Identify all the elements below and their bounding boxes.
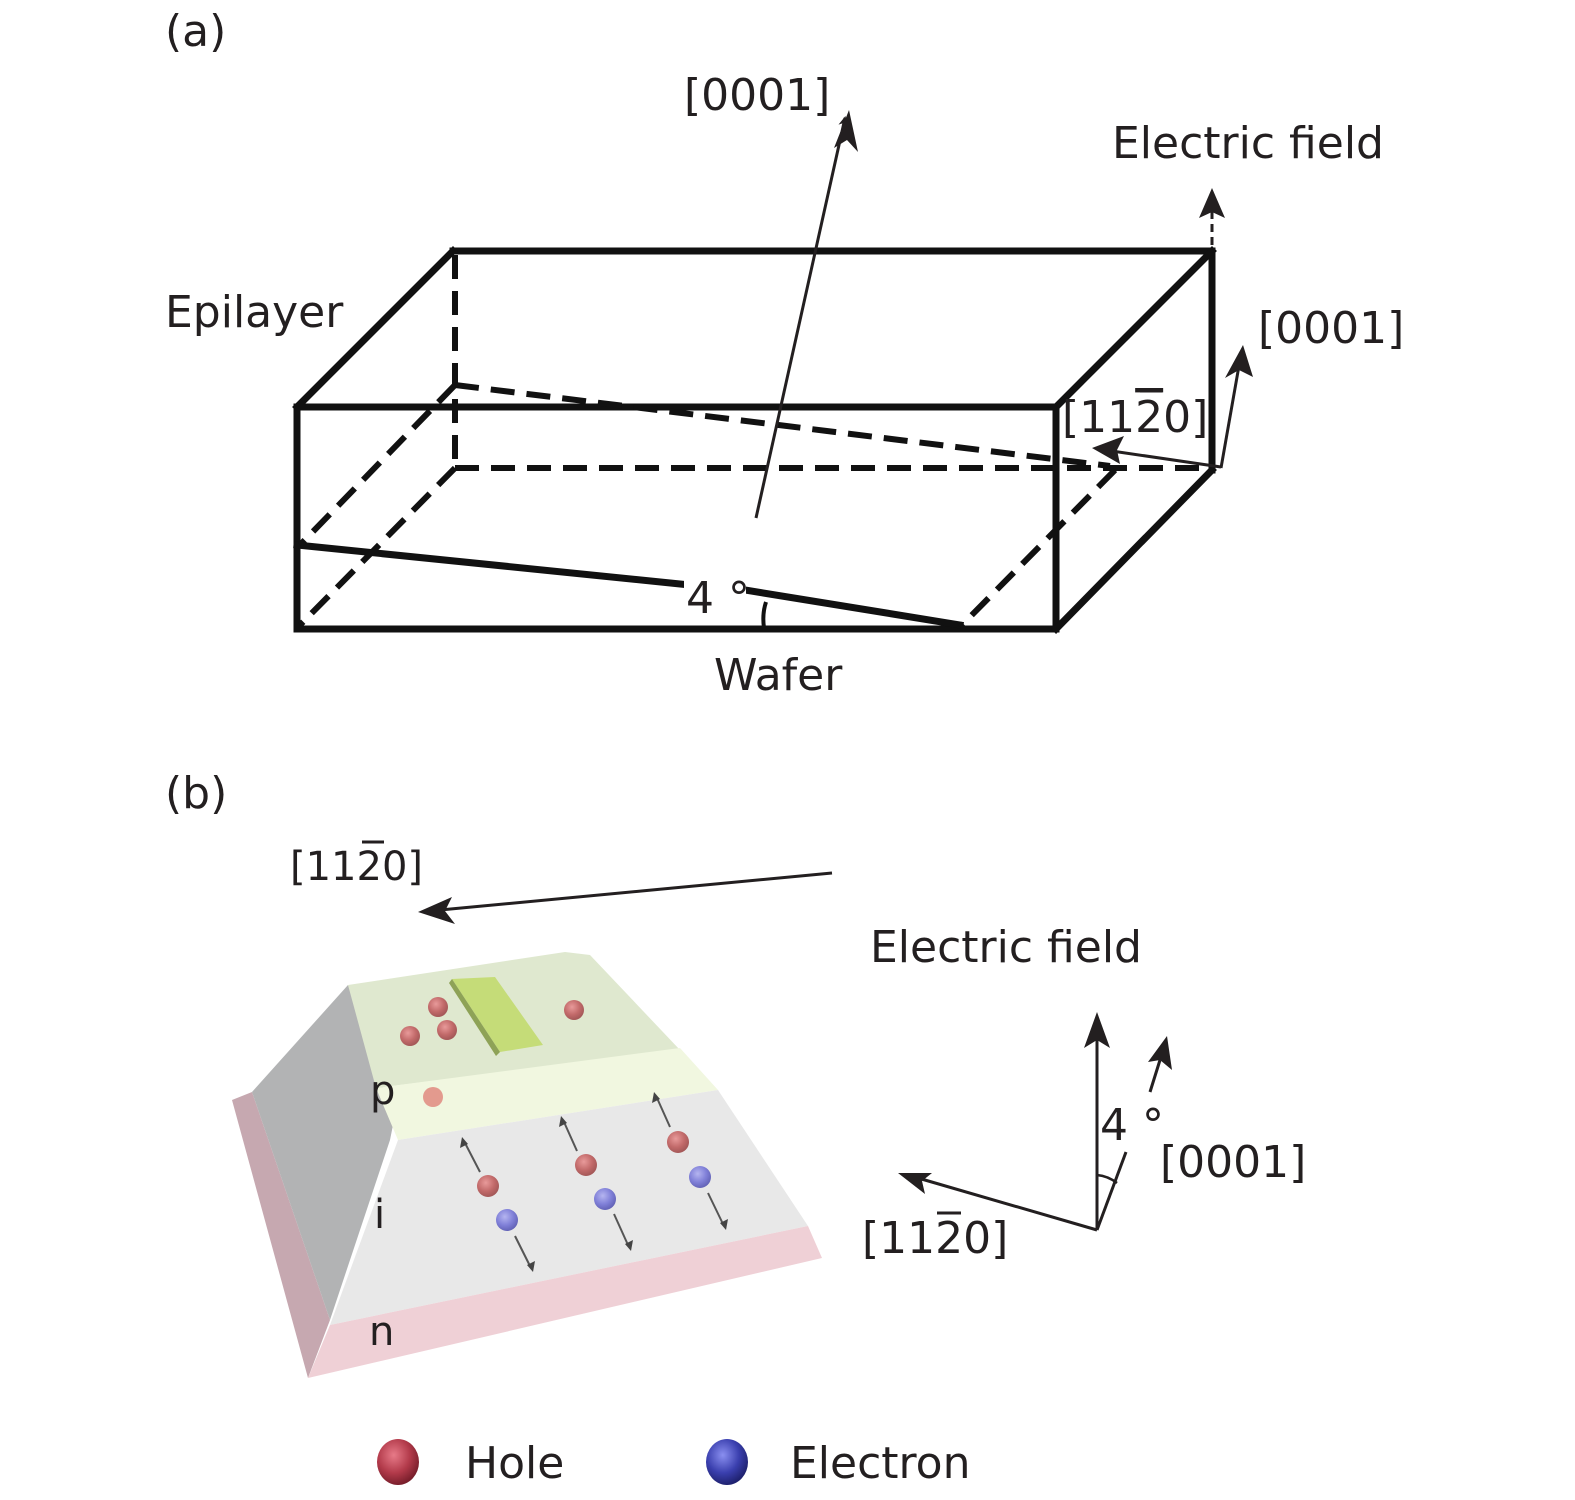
metal-contact-edge [449, 979, 500, 1056]
arrow-head [1225, 345, 1253, 378]
axis-1120-bottom-label: [1120] [862, 1213, 1008, 1264]
hidden-edges [297, 255, 1208, 630]
metal-contact [452, 977, 543, 1052]
axis-1120-arrow [917, 1176, 1098, 1232]
arrow-head [1148, 1036, 1172, 1070]
arrow-head [460, 1137, 468, 1148]
axis-1120-top-label: [1120] [290, 844, 423, 890]
i-region [330, 1090, 808, 1325]
epilayer-label: Epilayer [165, 287, 344, 338]
p-band-region [376, 1048, 718, 1140]
drift-arrow-heads [460, 1092, 728, 1272]
hole-drift-arrow [656, 1097, 671, 1128]
axis-0001-right-label: [0001] [1258, 303, 1404, 354]
angle-label-bg [684, 570, 746, 616]
angle-arc [761, 601, 768, 629]
hidden-edge [297, 382, 458, 548]
box-edge [292, 246, 458, 412]
arrow-head [559, 1116, 567, 1127]
axis-0001-label: [0001] [1160, 1137, 1306, 1188]
box-front-face [293, 403, 1060, 633]
panel-a-label: (a) [165, 6, 226, 57]
carrier-drift-arrows [464, 1097, 724, 1267]
hole-particle [400, 1026, 420, 1046]
hole-particle [564, 1000, 584, 1020]
wafer-label: Wafer [714, 650, 843, 701]
electron-drift-arrow [514, 1235, 531, 1267]
n-region [308, 1226, 822, 1378]
hole-drift-arrow [563, 1121, 578, 1152]
hole-particle [575, 1154, 597, 1176]
arrow-head [625, 1240, 633, 1251]
legend-hole-label: Hole [465, 1438, 564, 1489]
layer-label-p: p [370, 1068, 395, 1114]
axis-0001-arrow [1148, 1059, 1162, 1093]
electron-particle [689, 1166, 711, 1188]
axis-0001-arrow [754, 116, 849, 519]
electron-particle [496, 1209, 518, 1231]
hole-particle [437, 1020, 457, 1040]
orientation-axes: 4 ° [0001] [1120] [862, 1012, 1306, 1264]
angle-arc [1096, 1173, 1118, 1184]
axis-0001-label: [0001] [684, 70, 830, 121]
arrow-head [527, 1261, 535, 1272]
legend: Hole Electron [377, 1438, 970, 1489]
hidden-edge [454, 382, 1111, 469]
angle-label: 4 ° [1100, 1100, 1164, 1151]
axis-1120-small-arrow [1104, 448, 1222, 469]
arrow-head [652, 1092, 660, 1103]
legend-electron-label: Electron [790, 1438, 970, 1489]
legend-hole-marker [377, 1439, 419, 1485]
box-edge [1051, 465, 1217, 634]
legend-electron-marker [706, 1439, 748, 1485]
electric-field-label: Electric field [1112, 118, 1384, 169]
arrow-head [1092, 436, 1124, 464]
electron-particle [594, 1188, 616, 1210]
hole-particle [423, 1087, 443, 1107]
arrow-head [418, 897, 455, 924]
layer-label-n: n [369, 1309, 394, 1355]
epilayer-box [292, 246, 1217, 634]
electric-field-label: Electric field [870, 922, 1142, 973]
electron-drift-arrow [707, 1192, 724, 1225]
panel-a: (a) [165, 6, 1404, 701]
panel-b: (b) [1120] Electric field [165, 768, 1306, 1378]
pin-diode-mesa: p i n [232, 952, 822, 1378]
hole-drift-arrow [464, 1142, 481, 1173]
hole-particle [477, 1175, 499, 1197]
arrow-head [1084, 1012, 1110, 1048]
hidden-edge [297, 465, 458, 628]
angle-label: 4 ° [686, 573, 750, 624]
box-edge [1051, 246, 1217, 412]
axis-0001-small-arrow [1219, 359, 1242, 469]
hole-particle [428, 997, 448, 1017]
wafer-tilt-line [293, 541, 694, 589]
side-face-n [232, 1092, 330, 1378]
hole-particle [667, 1131, 689, 1153]
arrow-head [1199, 188, 1225, 218]
axis-1120-right-label: [1120] [1062, 392, 1208, 443]
wafer-tilt-line [740, 585, 965, 630]
arrow-head [720, 1219, 728, 1230]
axis-1120-top-arrow [439, 871, 833, 912]
panel-b-label: (b) [165, 768, 227, 819]
arrow-head [898, 1173, 932, 1194]
side-face [252, 985, 395, 1320]
axis-0001-line [1095, 1151, 1128, 1231]
layer-label-i: i [374, 1192, 385, 1238]
hidden-edge [957, 467, 1118, 630]
electron-drift-arrow [613, 1213, 629, 1246]
arrow-head [834, 110, 858, 152]
